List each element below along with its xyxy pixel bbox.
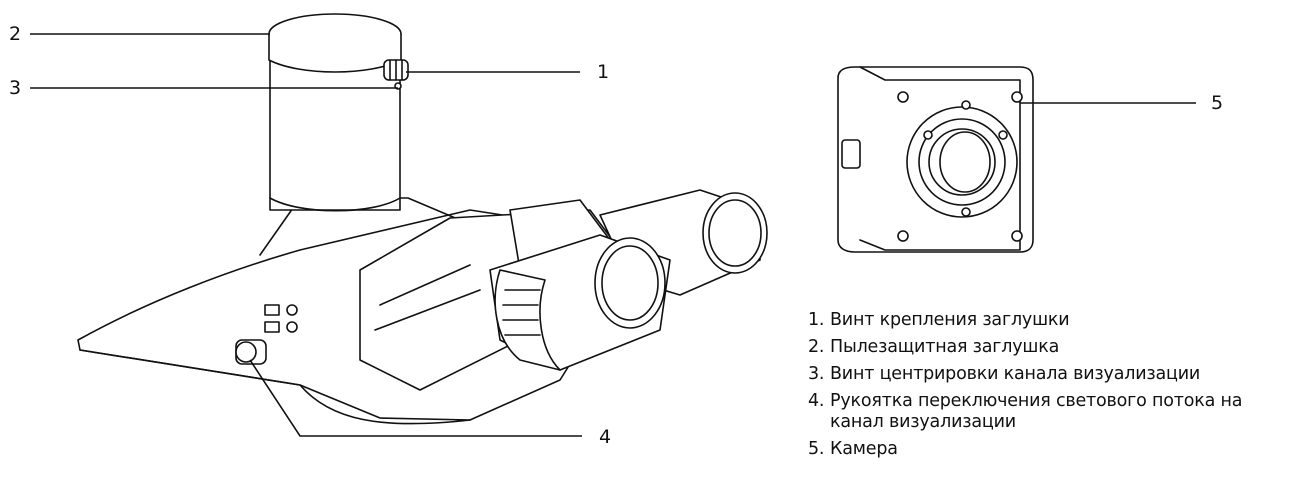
legend-text: Винт крепления заглушки <box>830 310 1070 330</box>
legend-number: 4. <box>808 391 825 411</box>
legend-item-2: 2. Пылезащитная заглушка <box>808 337 1294 358</box>
legend-text: Рукоятка переключения светового потока н… <box>830 391 1243 432</box>
callout-4: 4 <box>599 426 612 448</box>
callout-1: 1 <box>597 61 610 83</box>
callout-2: 2 <box>9 23 22 45</box>
legend-number: 3. <box>808 364 825 384</box>
legend-number: 2. <box>808 337 825 357</box>
legend-text: Винт центрировки канала визуализации <box>830 364 1201 384</box>
parts-legend: 1. Винт крепления заглушки 2. Пылезащитн… <box>808 310 1294 466</box>
photo-tube <box>269 59 401 211</box>
legend-item-3: 3. Винт центрировки канала визуализации <box>808 364 1294 385</box>
legend-item-5: 5. Камера <box>808 439 1294 460</box>
callout-3: 3 <box>9 77 22 99</box>
callout-5: 5 <box>1211 92 1224 114</box>
head-lower-face <box>79 349 471 425</box>
legend-item-1: 1. Винт крепления заглушки <box>808 310 1294 331</box>
legend-text: Камера <box>830 439 898 459</box>
legend-item-4: 4. Рукоятка переключения светового поток… <box>808 391 1294 433</box>
legend-number: 5. <box>808 439 825 459</box>
legend-number: 1. <box>808 310 825 330</box>
leader-4 <box>249 359 582 437</box>
legend-text: Пылезащитная заглушка <box>830 337 1060 357</box>
